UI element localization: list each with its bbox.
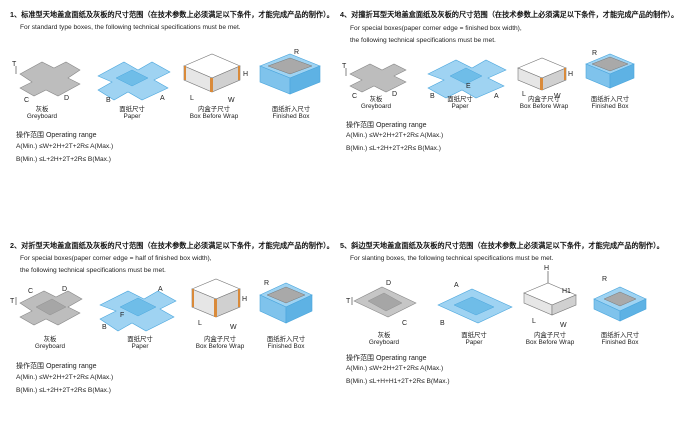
formula-b: B(Min.) ≤L+2H+2T+2R≤ B(Max.) xyxy=(16,387,111,394)
panel-subtitle-2: the following technical specifications m… xyxy=(350,37,496,44)
panel-half-fold-box: 2、对折型天地盖盒面纸及灰板的尺寸范围（在技术参数上必须满足以下条件，才能完成产… xyxy=(10,241,334,441)
formula-a: A(Min.) ≤W+2H+2T+2R≤ A(Max.) xyxy=(16,143,114,150)
label-H: H xyxy=(544,265,549,272)
label-D: D xyxy=(62,286,67,293)
label-C: C xyxy=(402,320,407,327)
label-T: T xyxy=(346,298,351,305)
label-L: L xyxy=(190,95,194,102)
label-C: C xyxy=(24,97,29,104)
label-W: W xyxy=(230,324,237,331)
label-R: R xyxy=(264,280,269,287)
label-L: L xyxy=(522,91,526,98)
panel-collision-fold-box: 4、对撞折耳型天地盖盒面纸及灰板的尺寸范围（在技术参数上必须满足以下条件，才能完… xyxy=(340,10,678,210)
label-B: B xyxy=(106,97,111,104)
panel-title: 1、标准型天地盖盒面纸及灰板的尺寸范围（在技术参数上必须满足以下条件，才能完成产… xyxy=(10,10,334,19)
operating-range-title: 操作范围 Operating range xyxy=(16,363,97,370)
label-R: R xyxy=(294,49,299,56)
label-W: W xyxy=(228,97,235,104)
panel-title: 5、斜边型天地盖盒面纸及灰板的尺寸范围（在技术参数上必须满足以下条件，才能完成产… xyxy=(340,241,664,250)
label-B: B xyxy=(430,93,435,100)
formula-b: B(Min.) ≤L+H+H1+2T+2R≤ B(Max.) xyxy=(346,378,450,385)
box-before-wrap-diagram: H L W xyxy=(183,53,248,104)
box-before-wrap-diagram: H H1 L W xyxy=(523,265,577,329)
label-H: H xyxy=(568,71,573,78)
greyboard-diagram: T C D xyxy=(10,286,83,326)
paper-diagram: B F A xyxy=(99,286,177,332)
panel-subtitle: For slanting boxes, the following techni… xyxy=(350,255,554,262)
label-R: R xyxy=(592,50,597,57)
label-W: W xyxy=(554,93,561,100)
label-R: R xyxy=(602,276,607,283)
panel-title: 4、对撞折耳型天地盖盒面纸及灰板的尺寸范围（在技术参数上必须满足以下条件，才能完… xyxy=(340,10,678,19)
label-F: F xyxy=(120,312,124,319)
panel-subtitle: For special boxes(paper corner edge = ha… xyxy=(20,255,212,262)
formula-a: A(Min.) ≤W+2H+2T+2R≤ A(Max.) xyxy=(346,132,444,139)
operating-range-title: 操作范围 Operating range xyxy=(346,355,427,362)
formula-a: A(Min.) ≤W+2H+2T+2R≤ A(Max.) xyxy=(16,374,114,381)
label-L: L xyxy=(198,320,202,327)
paper-diagram: B E A xyxy=(427,59,507,100)
panel-subtitle: For special boxes(paper corner edge = fi… xyxy=(350,25,522,32)
label-D: D xyxy=(64,95,69,102)
label-A: A xyxy=(158,286,163,293)
greyboard-diagram: T D C xyxy=(346,280,417,327)
label-T: T xyxy=(12,61,17,68)
box-before-wrap-diagram: H L W xyxy=(191,278,247,331)
label-C: C xyxy=(28,288,33,295)
panel-standard-box: 1、标准型天地盖盒面纸及灰板的尺寸范围（在技术参数上必须满足以下条件，才能完成产… xyxy=(10,10,334,210)
label-H: H xyxy=(242,296,247,303)
finished-box-diagram: R xyxy=(585,50,635,89)
label-A: A xyxy=(160,95,165,102)
operating-range-title: 操作范围 Operating range xyxy=(16,132,97,139)
label-A: A xyxy=(454,282,459,289)
finished-box-diagram: R xyxy=(259,49,321,95)
formula-b: B(Min.) ≤L+2H+2T+2R≤ B(Max.) xyxy=(346,145,441,152)
panel-subtitle-2: the following technical specifications m… xyxy=(20,267,166,274)
label-H: H xyxy=(243,71,248,78)
box-before-wrap-diagram: H L W xyxy=(517,57,573,100)
label-H1: H1 xyxy=(562,288,571,295)
label-W: W xyxy=(560,322,567,329)
paper-diagram: B A xyxy=(437,282,513,327)
label-L: L xyxy=(532,318,536,325)
panel-title: 2、对折型天地盖盒面纸及灰板的尺寸范围（在技术参数上必须满足以下条件，才能完成产… xyxy=(10,241,334,250)
label-E: E xyxy=(466,83,471,90)
label-T: T xyxy=(342,63,347,70)
label-D: D xyxy=(386,280,391,287)
label-A: A xyxy=(494,93,499,100)
greyboard-diagram: T C D xyxy=(12,61,81,104)
greyboard-diagram: T C D xyxy=(342,63,407,100)
formula-a: A(Min.) ≤W+2H+2T+2R≤ A(Max.) xyxy=(346,365,444,372)
label-B: B xyxy=(102,324,107,331)
paper-diagram: B A xyxy=(97,61,171,104)
panel-slanting-box: 5、斜边型天地盖盒面纸及灰板的尺寸范围（在技术参数上必须满足以下条件，才能完成产… xyxy=(340,241,664,441)
panel-subtitle: For standard type boxes, the following t… xyxy=(20,24,241,31)
formula-b: B(Min.) ≤L+2H+2T+2R≤ B(Max.) xyxy=(16,156,111,163)
label-D: D xyxy=(392,91,397,98)
operating-range-title: 操作范围 Operating range xyxy=(346,122,427,129)
label-B: B xyxy=(440,320,445,327)
finished-box-diagram: R xyxy=(259,280,313,324)
label-C: C xyxy=(352,93,357,100)
label-T: T xyxy=(10,298,15,305)
finished-box-diagram: R xyxy=(593,276,647,322)
